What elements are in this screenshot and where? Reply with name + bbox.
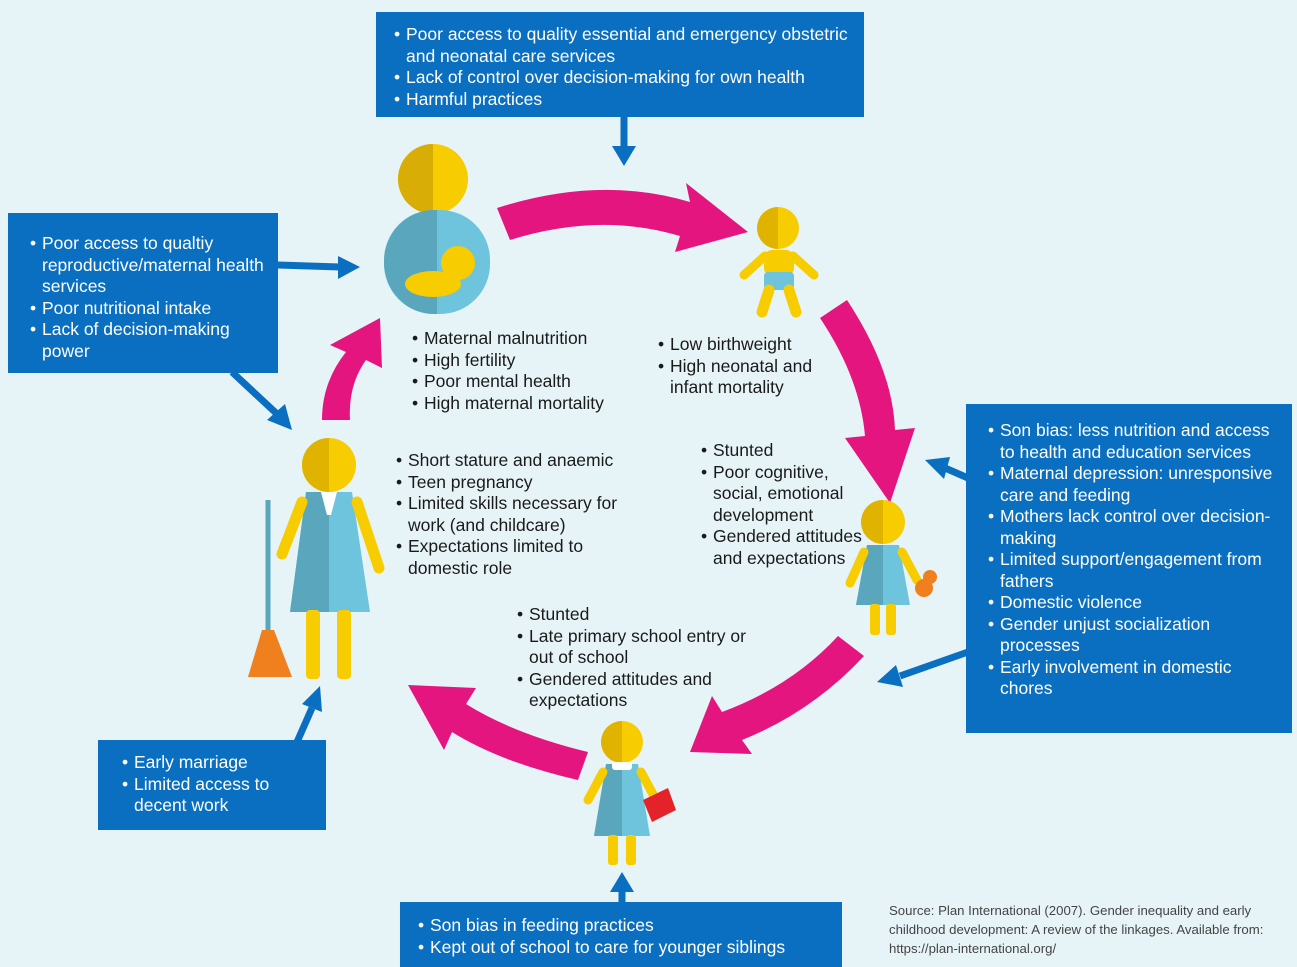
box-bottom-item: Son bias in feeding practices <box>418 915 828 937</box>
school-child-outcome-item: Late primary school entry or out of scho… <box>517 626 757 669</box>
box-right-item: Domestic violence <box>988 592 1280 614</box>
mother-outcome-item: Poor mental health <box>412 371 652 393</box>
young-child-outcome-item: Gendered attitudes and expectations <box>701 526 871 569</box>
box-bottom-factors: Son bias in feeding practices Kept out o… <box>400 902 842 967</box>
box-right-item: Gender unjust socialization processes <box>988 614 1280 657</box>
influence-arrows <box>229 115 970 902</box>
cycle-arrow-school-to-adolescent <box>408 685 588 780</box>
cycle-arrow-mother-to-infant <box>497 183 748 252</box>
infant-figure <box>739 207 819 318</box>
mother-outcomes: Maternal malnutrition High fertility Poo… <box>412 328 652 414</box>
box-bottom-left-factors: Early marriage Limited access to decent … <box>98 740 326 830</box>
infant-outcomes: Low birthweight High neonatal and infant… <box>658 334 848 399</box>
young-child-outcomes: Stunted Poor cognitive, social, emotiona… <box>701 440 871 569</box>
box-left-factors: Poor access to qualtiy reproductive/mate… <box>8 213 278 373</box>
box-left-item: Poor access to qualtiy reproductive/mate… <box>30 233 264 298</box>
box-top-item: Poor access to quality essential and eme… <box>394 24 850 67</box>
box-bottom-item: Kept out of school to care for younger s… <box>418 937 828 959</box>
box-top-factors: Poor access to quality essential and eme… <box>376 12 864 117</box>
mother-figure <box>384 144 490 314</box>
cycle-arrow-child-to-school <box>690 636 864 754</box>
adolescent-outcomes: Short stature and anaemic Teen pregnancy… <box>396 450 646 579</box>
box-left-item: Poor nutritional intake <box>30 298 264 320</box>
adolescent-outcome-item: Limited skills necessary for work (and c… <box>396 493 646 536</box>
adolescent-outcome-item: Short stature and anaemic <box>396 450 646 472</box>
box-right-factors: Son bias: less nutrition and access to h… <box>966 404 1292 733</box>
young-child-outcome-item: Poor cognitive, social, emotional develo… <box>701 462 871 527</box>
box-right-item: Mothers lack control over decision-makin… <box>988 506 1280 549</box>
adolescent-figure <box>248 438 385 679</box>
school-child-outcome-item: Stunted <box>517 604 757 626</box>
box-right-item: Maternal depression: unresponsive care a… <box>988 463 1280 506</box>
box-left-item: Lack of decision-making power <box>30 319 264 362</box>
source-citation: Source: Plan International (2007). Gende… <box>889 903 1264 956</box>
box-right-item: Early involvement in domestic chores <box>988 657 1280 700</box>
school-child-outcomes: Stunted Late primary school entry or out… <box>517 604 757 712</box>
adolescent-outcome-item: Teen pregnancy <box>396 472 646 494</box>
school-child-outcome-item: Gendered attitudes and expectations <box>517 669 757 712</box>
young-child-outcome-item: Stunted <box>701 440 871 462</box>
infant-outcome-item: Low birthweight <box>658 334 848 356</box>
mother-outcome-item: High maternal mortality <box>412 393 652 415</box>
box-bottom-left-item: Limited access to decent work <box>122 774 312 817</box>
box-top-item: Harmful practices <box>394 89 850 111</box>
mother-outcome-item: Maternal malnutrition <box>412 328 652 350</box>
box-bottom-left-item: Early marriage <box>122 752 312 774</box>
box-right-item: Son bias: less nutrition and access to h… <box>988 420 1280 463</box>
school-child-figure <box>583 721 676 865</box>
infant-outcome-item: High neonatal and infant mortality <box>658 356 848 399</box>
box-top-item: Lack of control over decision-making for… <box>394 67 850 89</box>
adolescent-outcome-item: Expectations limited to domestic role <box>396 536 646 579</box>
cycle-arrow-adolescent-to-mother <box>322 318 382 420</box>
box-right-item: Limited support/engagement from fathers <box>988 549 1280 592</box>
mother-outcome-item: High fertility <box>412 350 652 372</box>
